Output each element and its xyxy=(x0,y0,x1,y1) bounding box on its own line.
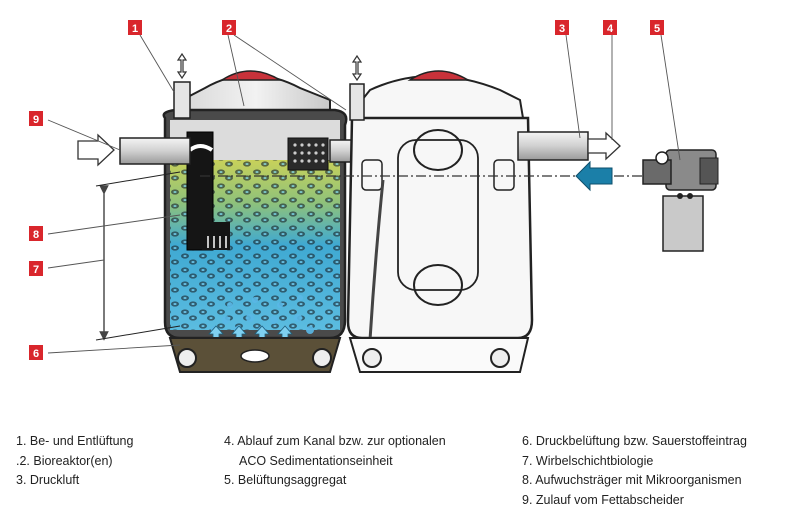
marker-9: 9 xyxy=(29,111,43,126)
marker-7: 7 xyxy=(29,261,43,276)
vent-arrows xyxy=(176,52,363,82)
legend-item: 1. Be- und Entlüftung xyxy=(16,434,134,448)
vent-pipe-right xyxy=(349,83,365,121)
right-tank xyxy=(346,70,534,373)
marker-8: 8 xyxy=(29,226,43,241)
legend-item: 5. Belüftungsaggregat xyxy=(224,473,347,487)
marker-2: 2 xyxy=(222,20,236,35)
marker-label: 9 xyxy=(33,114,39,126)
marker-6: 6 xyxy=(29,345,43,360)
legend-item: 9. Zulauf vom Fettabscheider xyxy=(522,492,684,507)
marker-5: 5 xyxy=(650,20,664,35)
left-tank xyxy=(162,70,348,373)
legend-item: 8. Aufwuchsträger mit Mikroorganismen xyxy=(522,473,742,487)
marker-label: 7 xyxy=(33,264,39,276)
marker-label: 1 xyxy=(132,23,138,35)
marker-label: 6 xyxy=(33,348,39,360)
outlet-pipe xyxy=(517,131,589,161)
marker-1: 1 xyxy=(128,20,142,35)
right-lid-red xyxy=(407,70,471,81)
left-lid-red xyxy=(219,70,283,81)
legend-item: 7. Wirbelschichtbiologie xyxy=(522,453,654,468)
inlet-arrow xyxy=(77,133,115,167)
marker-3: 3 xyxy=(555,20,569,35)
vent-pipe-left xyxy=(173,81,191,119)
legend-item: 3. Druckluft xyxy=(16,473,80,487)
outlet-arrow xyxy=(587,131,621,161)
inlet-pipe xyxy=(119,137,191,165)
legend-column-1: 1. Be- und Entlüftung .2. Bioreaktor(en)… xyxy=(16,432,133,491)
marker-4: 4 xyxy=(603,20,617,35)
marker-label: 8 xyxy=(33,229,39,241)
legend-item: 4. Ablauf zum Kanal bzw. zur optionalen xyxy=(224,434,446,448)
legend-column-2: 4. Ablauf zum Kanal bzw. zur optionalen … xyxy=(224,432,446,491)
legend-item: .2. Bioreaktor(en) xyxy=(16,453,113,468)
legend-item: 6. Druckbelüftung bzw. Sauerstoffeintrag xyxy=(522,434,747,448)
bioreactor-diagram: 1 2 3 4 5 6 7 8 9 xyxy=(29,20,719,373)
legend-column-3: 6. Druckbelüftung bzw. Sauerstoffeintrag… xyxy=(522,432,747,510)
marker-label: 3 xyxy=(559,23,565,35)
marker-label: 2 xyxy=(226,23,232,35)
legend-item: ACO Sedimentationseinheit xyxy=(239,453,393,468)
marker-label: 4 xyxy=(607,23,614,35)
blower-unit xyxy=(642,149,719,252)
marker-label: 5 xyxy=(654,23,660,35)
compressed-air-arrow xyxy=(575,160,613,192)
